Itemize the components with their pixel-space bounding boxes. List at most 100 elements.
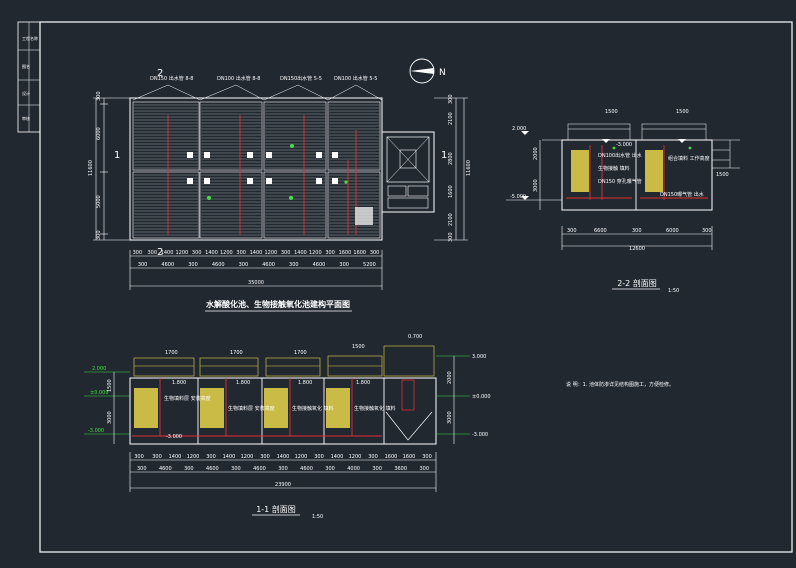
section11-inner-level: 1.800	[298, 380, 312, 386]
section22-title: 2-2 剖面图	[617, 278, 657, 288]
title-block-row: 设计	[22, 90, 30, 96]
section11-left-dim: 1500	[107, 379, 113, 392]
section11-inner-level: 1.800	[356, 380, 370, 386]
section22-level: -5.000	[510, 194, 526, 200]
section11-bottom-dim-mid: 3600	[394, 466, 407, 472]
section22-left-dim: 3000	[533, 179, 539, 192]
section-1-1: 2.000 ±0.000 -3.000 3.000 ±0.000 -3.000 …	[84, 334, 491, 520]
section11-bottom-dim-top: 300	[314, 454, 324, 460]
drawing-border	[39, 21, 793, 553]
section11-pipe: 1700	[165, 350, 178, 356]
plan-bottom-dim-top: 1600	[353, 250, 366, 256]
plan-right-total: 11600	[466, 160, 472, 176]
plan-bottom-dim-mid: 5200	[363, 262, 376, 268]
plan-bottom-dim-top: 300	[281, 250, 291, 256]
section11-bottom-dim-mid: 300	[278, 466, 288, 472]
plan-bottom-dim-top: 1400	[205, 250, 218, 256]
plan-bottom-dim-top: 1600	[339, 250, 352, 256]
plan-bottom-dim-mid: 4600	[313, 262, 326, 268]
plan-bottom-dim-top: 300	[192, 250, 202, 256]
title-block-row: 审核	[22, 115, 30, 121]
section11-bottom-dim-top: 1600	[385, 454, 398, 460]
section11-bottom-dim-mid: 300	[231, 466, 241, 472]
section11-bottom-dim-top: 1400	[223, 454, 236, 460]
section22-pipe: 1500	[605, 109, 618, 115]
north-arrow: N	[409, 58, 446, 84]
plan-bottom-dim-top: 1400	[294, 250, 307, 256]
plan-bottom-dim-top: 1200	[264, 250, 277, 256]
section22-note: DN150 穿孔曝气管	[598, 178, 642, 185]
plan-pipe-note: DN100 出水管 5-5	[334, 75, 377, 82]
plan-bottom-dim-mid: 4600	[212, 262, 225, 268]
section11-inner-level: -3.000	[166, 434, 182, 440]
section11-bottom-dim-mid: 4600	[159, 466, 172, 472]
section11-level-left: -3.000	[88, 428, 104, 434]
section11-bottom-dim-mid: 300	[419, 466, 429, 472]
section11-level-left: 2.000	[92, 366, 106, 372]
section11-pipe: 0.700	[408, 334, 422, 340]
section11-note: 生物填料层 安装高度	[164, 395, 211, 402]
section22-bottom-dim: 6600	[594, 228, 607, 234]
section11-bottom-dim-top: 300	[152, 454, 162, 460]
section11-level-right: ±0.000	[472, 394, 491, 400]
section11-bottom-dim-top: 300	[368, 454, 378, 460]
plan-right-dim: 1600	[448, 185, 454, 198]
section22-bottom-dim: 300	[632, 228, 642, 234]
section11-bottom-dim-top: 1200	[241, 454, 254, 460]
section11-title: 1-1 剖面图	[256, 504, 296, 514]
title-block-row: 图名	[22, 63, 30, 69]
plan-bottom-dim-mid: 4600	[161, 262, 174, 268]
plan-bottom-dim-mid: 300	[188, 262, 198, 268]
section11-note: 生物接触氧化 填料	[354, 405, 396, 412]
section11-bottom-dim-mid: 4600	[253, 466, 266, 472]
section22-note: DN150曝气管 出水	[660, 191, 704, 198]
section11-bottom-dim-mid: 300	[325, 466, 335, 472]
section22-note: 生物接触 填料	[598, 165, 630, 172]
section11-bottom-dim-top: 1200	[295, 454, 308, 460]
plan-right-dim: 2800	[448, 152, 454, 165]
section11-left-dim: 3000	[107, 411, 113, 424]
plan-bottom-dim-top: 300	[133, 250, 143, 256]
section22-left-dim: 2000	[533, 147, 539, 160]
section22-bottom-dim: 6000	[666, 228, 679, 234]
plan-bottom-dim-mid: 4600	[262, 262, 275, 268]
section22-note: 组合填料 工作高度	[668, 155, 710, 162]
plan-bottom-total: 35000	[248, 280, 264, 286]
section11-note: 生物接触氧化 填料	[292, 405, 334, 412]
section11-bottom-dim-mid: 4000	[347, 466, 360, 472]
section11-note: 生物填料层 安装高度	[228, 405, 275, 412]
section11-bottom-dim-top: 300	[260, 454, 270, 460]
section11-bottom-total: 23900	[275, 482, 291, 488]
plan-pipe-note: DN150 出水管 8-8	[150, 75, 193, 82]
section11-bottom-dim-top: 300	[134, 454, 144, 460]
section11-bottom-dim-mid: 300	[137, 466, 147, 472]
plan-bottom-dim-top: 300	[236, 250, 246, 256]
section11-pipe: 1500	[352, 344, 365, 350]
plan-bottom-dim-top: 1400	[250, 250, 263, 256]
plan-bottom-dim-top: 300	[147, 250, 157, 256]
plan-bottom-dim-top: 1400	[161, 250, 174, 256]
section11-bottom-dim-top: 1400	[169, 454, 182, 460]
plan-left-dim: 300	[96, 230, 102, 240]
plan-view: DN150 出水管 8-8 DN100 出水管 8-8 DN150出水管 5-5…	[88, 68, 472, 312]
section11-right-dim: 3000	[447, 411, 453, 424]
section22-bottom-total: 12600	[629, 246, 645, 252]
section11-bottom-dim-mid: 4600	[300, 466, 313, 472]
plan-left-dim: 300	[96, 91, 102, 101]
section11-bottom-dim-top: 1400	[331, 454, 344, 460]
plan-bottom-dim-top: 1200	[220, 250, 233, 256]
section11-bottom-dim-mid: 300	[372, 466, 382, 472]
section11-bottom-dim-top: 1400	[277, 454, 290, 460]
plan-bottom-dim-mid: 300	[138, 262, 148, 268]
plan-pipe-note: DN100 出水管 8-8	[217, 75, 260, 82]
plan-bottom-dim-mid: 300	[289, 262, 299, 268]
plan-bottom-dim-top: 300	[325, 250, 335, 256]
section11-level-right: -3.000	[472, 432, 488, 438]
plan-left-dim: 5000	[96, 195, 102, 208]
section22-level: -3.000	[616, 142, 632, 148]
plan-bottom-dim-mid: 300	[339, 262, 349, 268]
section11-bottom-dim-mid: 4600	[206, 466, 219, 472]
plan-cut-mark: 1	[114, 150, 120, 161]
section11-level-right: 3.000	[472, 354, 486, 360]
